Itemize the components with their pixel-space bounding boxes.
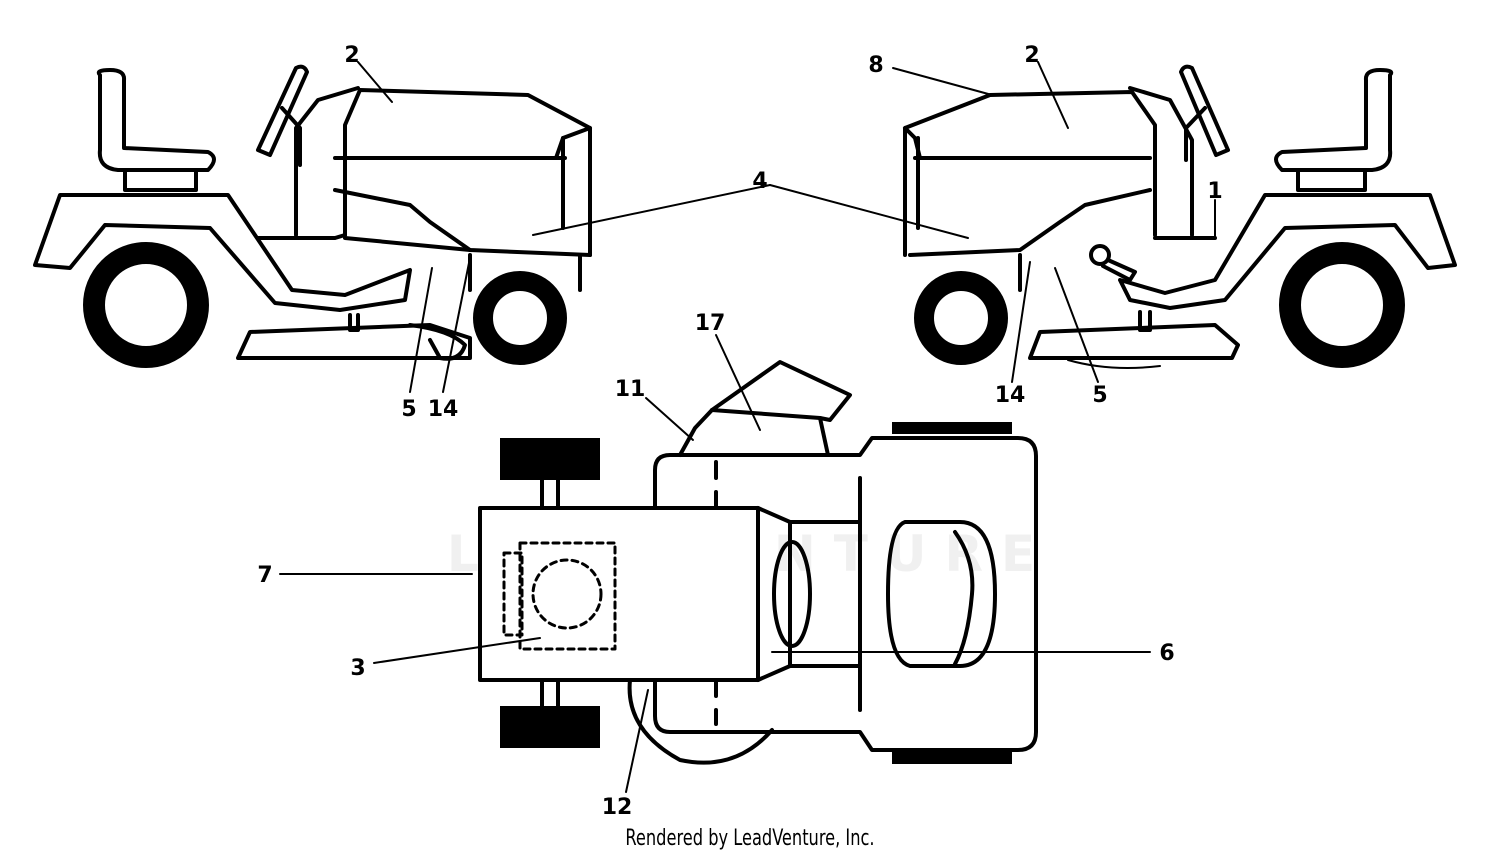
callout-11: 11 — [615, 377, 646, 402]
callout-14-right: 14 — [995, 383, 1026, 408]
callout-7: 7 — [257, 563, 272, 588]
callout-3: 3 — [350, 656, 365, 681]
credit-text: Rendered by LeadVenture, Inc. — [625, 826, 875, 851]
callout-8: 8 — [868, 53, 883, 78]
callout-1: 1 — [1207, 179, 1222, 204]
tractor-right-wheels — [914, 242, 1405, 368]
callout-2-left: 2 — [344, 43, 359, 68]
callout-5-left: 5 — [401, 397, 416, 422]
callout-5-right: 5 — [1092, 383, 1107, 408]
leader-lines — [279, 61, 1216, 793]
tractor-right-view — [903, 64, 1457, 369]
tractor-left-wheels — [83, 242, 567, 368]
callout-6: 6 — [1159, 641, 1174, 666]
callout-14-left: 14 — [428, 397, 459, 422]
callout-2-right: 2 — [1024, 43, 1039, 68]
callout-labels: 2 4 5 14 8 2 1 14 5 17 11 7 3 6 12 — [257, 43, 1222, 820]
callout-12: 12 — [602, 795, 633, 820]
callout-4: 4 — [752, 169, 767, 194]
tractor-left-view — [33, 64, 592, 361]
tractor-top-view — [478, 360, 1038, 765]
callout-17: 17 — [695, 311, 726, 336]
